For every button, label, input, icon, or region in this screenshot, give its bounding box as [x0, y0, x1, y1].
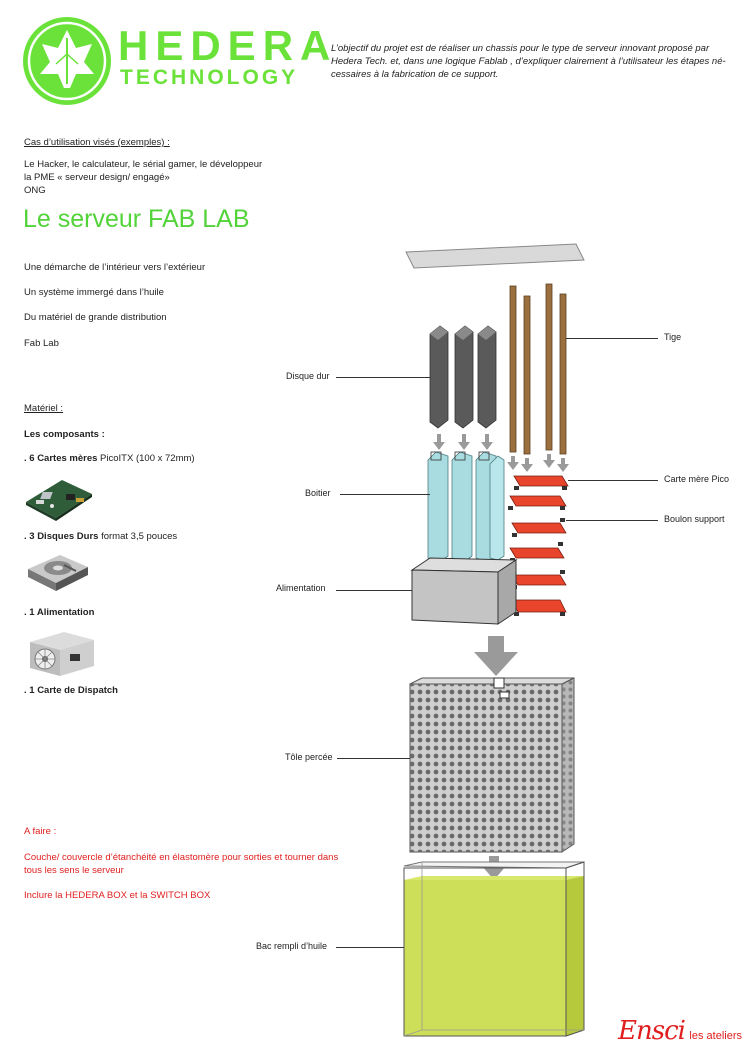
board-5: [511, 570, 567, 589]
small-arrows: [433, 434, 569, 472]
ensci-brand: Ensci: [618, 1016, 686, 1046]
power-supply-image: [30, 632, 94, 676]
rods: [509, 283, 567, 455]
leader-alim: [336, 590, 412, 591]
board-1: [513, 475, 569, 490]
leader-bac: [336, 947, 404, 948]
item-cartes-meres-bold: . 6 Cartes mères: [24, 453, 98, 464]
item-disques: . 3 Disques Durs format 3,5 pouces: [24, 530, 177, 543]
red-boards: [508, 475, 569, 616]
leader-tole: [337, 758, 410, 759]
todo-line-3: Inclure la HEDERA BOX et la SWITCH BOX: [24, 890, 211, 901]
materiel-heading: Matériel :: [24, 403, 64, 414]
leader-boitier: [340, 494, 430, 495]
label-disque-dur: Disque dur: [286, 371, 330, 381]
point-4: Fab Lab: [24, 338, 59, 349]
oil-tank: [403, 861, 585, 1037]
cases-line-3: ONG: [24, 185, 46, 196]
board-4: [509, 542, 565, 562]
label-tige: Tige: [664, 332, 682, 342]
logo-line2: TECHNOLOGY: [120, 66, 299, 89]
case-boitier: [427, 451, 505, 563]
item-alimentation-bold: . 1 Alimentation: [24, 607, 95, 618]
board-6: [511, 599, 567, 616]
point-2: Un système immergé dans l’huile: [24, 287, 164, 298]
item-alimentation: . 1 Alimentation: [24, 606, 94, 619]
leader-tige: [566, 338, 658, 339]
cases-line-2: la PME « serveur design/ engagé»: [24, 172, 170, 183]
big-down-arrow: [474, 636, 518, 676]
top-lid-plate: [405, 243, 585, 269]
cases-heading: Cas d’utilisation visés (exemples) :: [24, 137, 170, 148]
item-disques-rest: format 3,5 pouces: [98, 531, 178, 542]
item-cartes-meres-rest: PicoITX (100 x 72mm): [97, 453, 195, 464]
leader-boulon: [566, 520, 658, 521]
leader-carte: [568, 480, 658, 481]
ensci-logo: Ensci les ateliers: [618, 1016, 742, 1046]
label-bac: Bac rempli d’huile: [256, 941, 328, 951]
cases-line-1: Le Hacker, le calculateur, le sérial gam…: [24, 159, 263, 170]
todo-line-1: Couche/ couvercle d’étanchéité en élasto…: [24, 852, 339, 863]
hard-disk-image: [28, 555, 88, 591]
board-2: [508, 495, 567, 510]
power-supply-box: [410, 557, 518, 625]
page-title: Le serveur FAB LAB: [23, 205, 250, 233]
label-alimentation: Alimentation: [276, 583, 326, 593]
item-carte-dispatch-bold: . 1 Carte de Dispatch: [24, 685, 118, 696]
point-3: Du matériel de grande distribution: [24, 312, 167, 323]
label-carte-mere-pico: Carte mère Pico: [664, 474, 730, 484]
board-3: [511, 518, 567, 537]
point-1: Une démarche de l’intérieur vers l’extér…: [24, 262, 206, 273]
todo-heading: A faire :: [24, 826, 57, 837]
leader-disque: [336, 377, 430, 378]
label-boitier: Boitier: [305, 488, 331, 498]
logo-line1: HEDERA: [118, 22, 338, 69]
ensci-sub: les ateliers: [689, 1030, 742, 1042]
item-disques-bold: . 3 Disques Durs: [24, 531, 99, 542]
perforated-sheet: [409, 677, 575, 853]
hedera-leaf-logo-icon: [23, 17, 111, 105]
item-carte-dispatch: . 1 Carte de Dispatch: [24, 684, 118, 697]
hard-disks: [429, 325, 497, 429]
label-boulon-support: Boulon support: [664, 514, 725, 524]
item-cartes-meres: . 6 Cartes mères PicoITX (100 x 72mm): [24, 452, 195, 465]
intro-text: L’objectif du projet est de réaliser un …: [331, 43, 726, 80]
composants-heading: Les composants :: [24, 429, 105, 440]
todo-line-2: tous les sens le serveur: [24, 865, 124, 876]
motherboard-image: [26, 480, 92, 521]
label-tole-percee: Tôle percée: [285, 752, 333, 762]
